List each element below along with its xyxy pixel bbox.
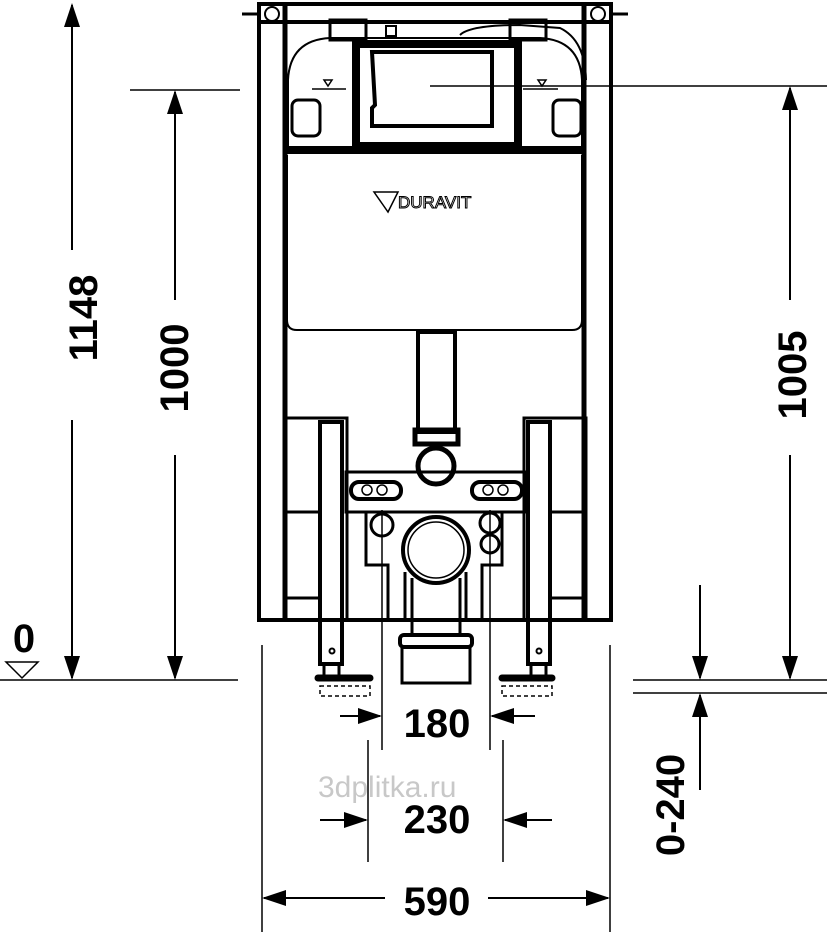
watermark: 3dplitka.ru — [318, 771, 456, 804]
dim-pipe-spacing-inner: 180 — [404, 702, 471, 746]
dim-actuator-height: 1000 — [153, 324, 197, 413]
dim-leg-adjustment: 0-240 — [649, 754, 693, 856]
cistern — [285, 18, 587, 331]
dim-pipe-spacing-outer: 230 — [404, 798, 471, 842]
flush-pipe — [412, 330, 461, 487]
mounting-frame — [242, 2, 628, 622]
dim-right-height: 1005 — [771, 331, 815, 420]
floor-level-icon — [4, 661, 40, 680]
dimension-lines — [0, 3, 827, 932]
dim-floor-level: 0 — [13, 617, 35, 661]
drain-assembly — [344, 470, 529, 685]
dim-total-height: 1148 — [62, 275, 106, 362]
duravit-logo: DURAVIT — [372, 191, 472, 214]
support-legs — [283, 416, 588, 697]
flush-plate — [352, 40, 522, 150]
dim-frame-width: 590 — [404, 880, 471, 924]
brand-logo-text: DURAVIT — [398, 193, 471, 212]
